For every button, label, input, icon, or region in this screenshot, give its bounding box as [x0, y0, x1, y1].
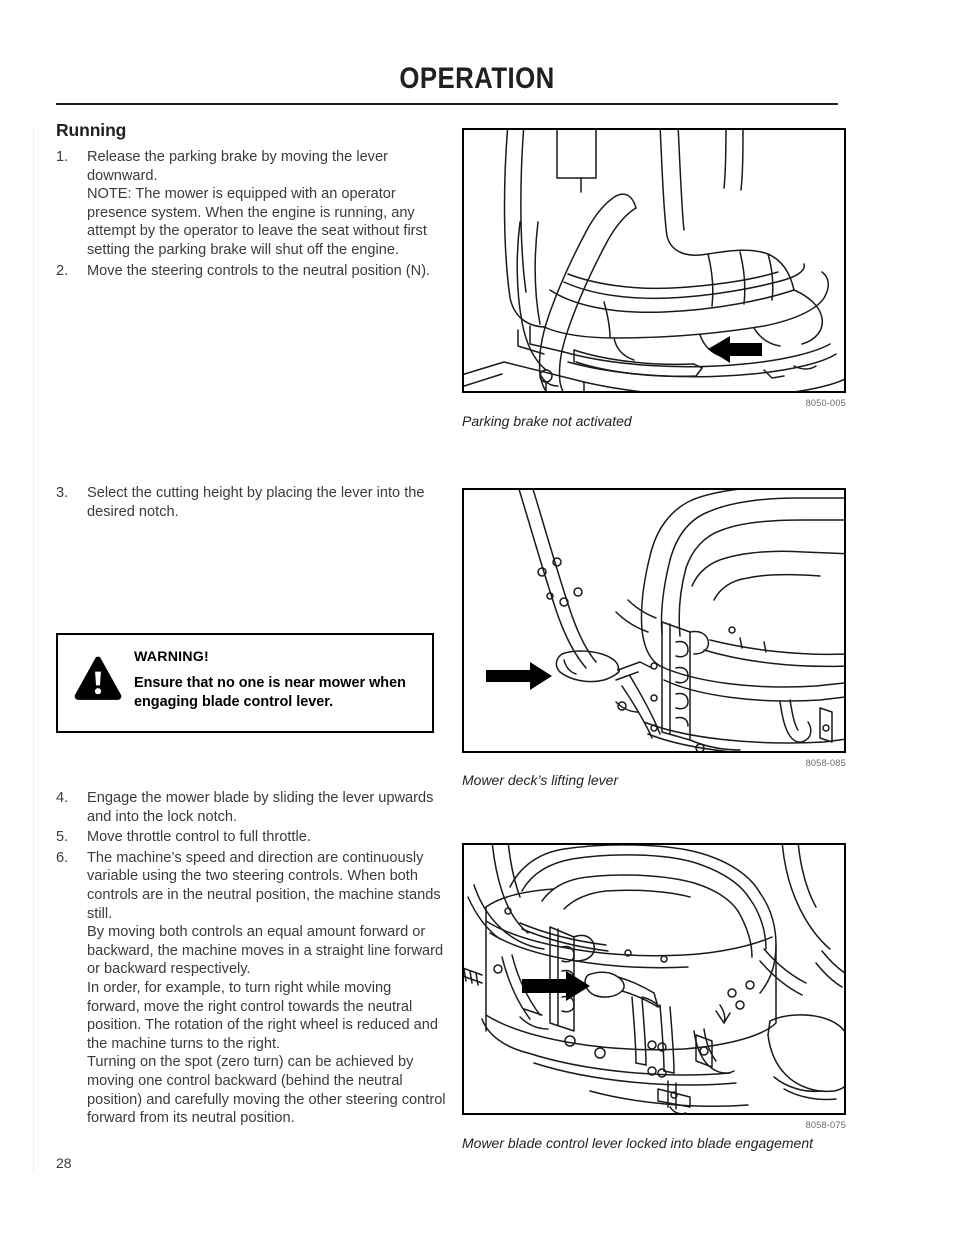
direction-arrow-right [486, 662, 552, 690]
title-divider [56, 103, 838, 105]
figure-caption: Mower deck’s lifting lever [462, 772, 619, 788]
steps-list-1: 1. Release the parking brake by moving t… [56, 148, 446, 280]
operation-steps-section: 4. Engage the mower blade by sliding the… [56, 789, 446, 1130]
step-number: 5. [56, 829, 69, 846]
list-item: 1. Release the parking brake by moving t… [56, 148, 446, 260]
step-text: Release the parking brake by moving the … [87, 149, 427, 258]
figure-reference-number: 8058-085 [805, 758, 846, 768]
direction-arrow-left [708, 336, 762, 363]
figure-reference-number: 8058-075 [805, 1120, 846, 1130]
warning-triangle-icon [73, 655, 123, 701]
running-section: Running 1. Release the parking brake by … [56, 120, 446, 282]
list-item: 2. Move the steering controls to the neu… [56, 262, 446, 281]
page-number: 28 [56, 1155, 72, 1171]
step-text: Move the steering controls to the neutra… [87, 262, 431, 279]
steps-list-2: 3. Select the cutting height by placing … [56, 484, 446, 521]
figure-caption: Mower blade control lever locked into bl… [462, 1135, 813, 1151]
list-item: 3. Select the cutting height by placing … [56, 484, 446, 521]
figure-image-lifting-lever [462, 488, 846, 753]
page-title: OPERATION [399, 62, 555, 95]
figure-blade-control-lever: 8058-075 Mower blade control lever locke… [462, 843, 846, 1151]
figure-image-parking-brake [462, 128, 846, 393]
step-number: 6. [56, 849, 69, 866]
step-number: 2. [56, 262, 69, 279]
step-number: 1. [56, 149, 69, 165]
figure-image-blade-control-lever [462, 843, 846, 1115]
figure-caption: Parking brake not activated [462, 413, 632, 429]
step-text: Move throttle control to full throttle. [87, 829, 311, 846]
cutting-height-section: 3. Select the cutting height by placing … [56, 484, 446, 523]
step-number: 4. [56, 790, 69, 806]
warning-box: WARNING! Ensure that no one is near mowe… [56, 633, 434, 733]
page-margin-rule [33, 128, 34, 1173]
warning-title: WARNING! [134, 649, 209, 665]
figure-lifting-lever: 8058-085 Mower deck’s lifting lever [462, 488, 846, 788]
warning-body: Ensure that no one is near mower when en… [134, 675, 406, 710]
step-text: The machine’s speed and direction are co… [87, 849, 446, 1127]
section-heading: Running [56, 120, 127, 140]
list-item: 6. The machine’s speed and direction are… [56, 849, 446, 1128]
figure-reference-number: 8050-005 [805, 398, 846, 408]
list-item: 4. Engage the mower blade by sliding the… [56, 789, 446, 826]
figure-parking-brake: 8050-005 Parking brake not activated [462, 128, 846, 429]
step-text: Select the cutting height by placing the… [87, 485, 425, 520]
list-item: 5. Move throttle control to full throttl… [56, 828, 446, 847]
steps-list-3: 4. Engage the mower blade by sliding the… [56, 789, 446, 1128]
direction-arrow-right [522, 971, 590, 1001]
step-number: 3. [56, 485, 69, 501]
step-text: Engage the mower blade by sliding the le… [87, 790, 434, 825]
